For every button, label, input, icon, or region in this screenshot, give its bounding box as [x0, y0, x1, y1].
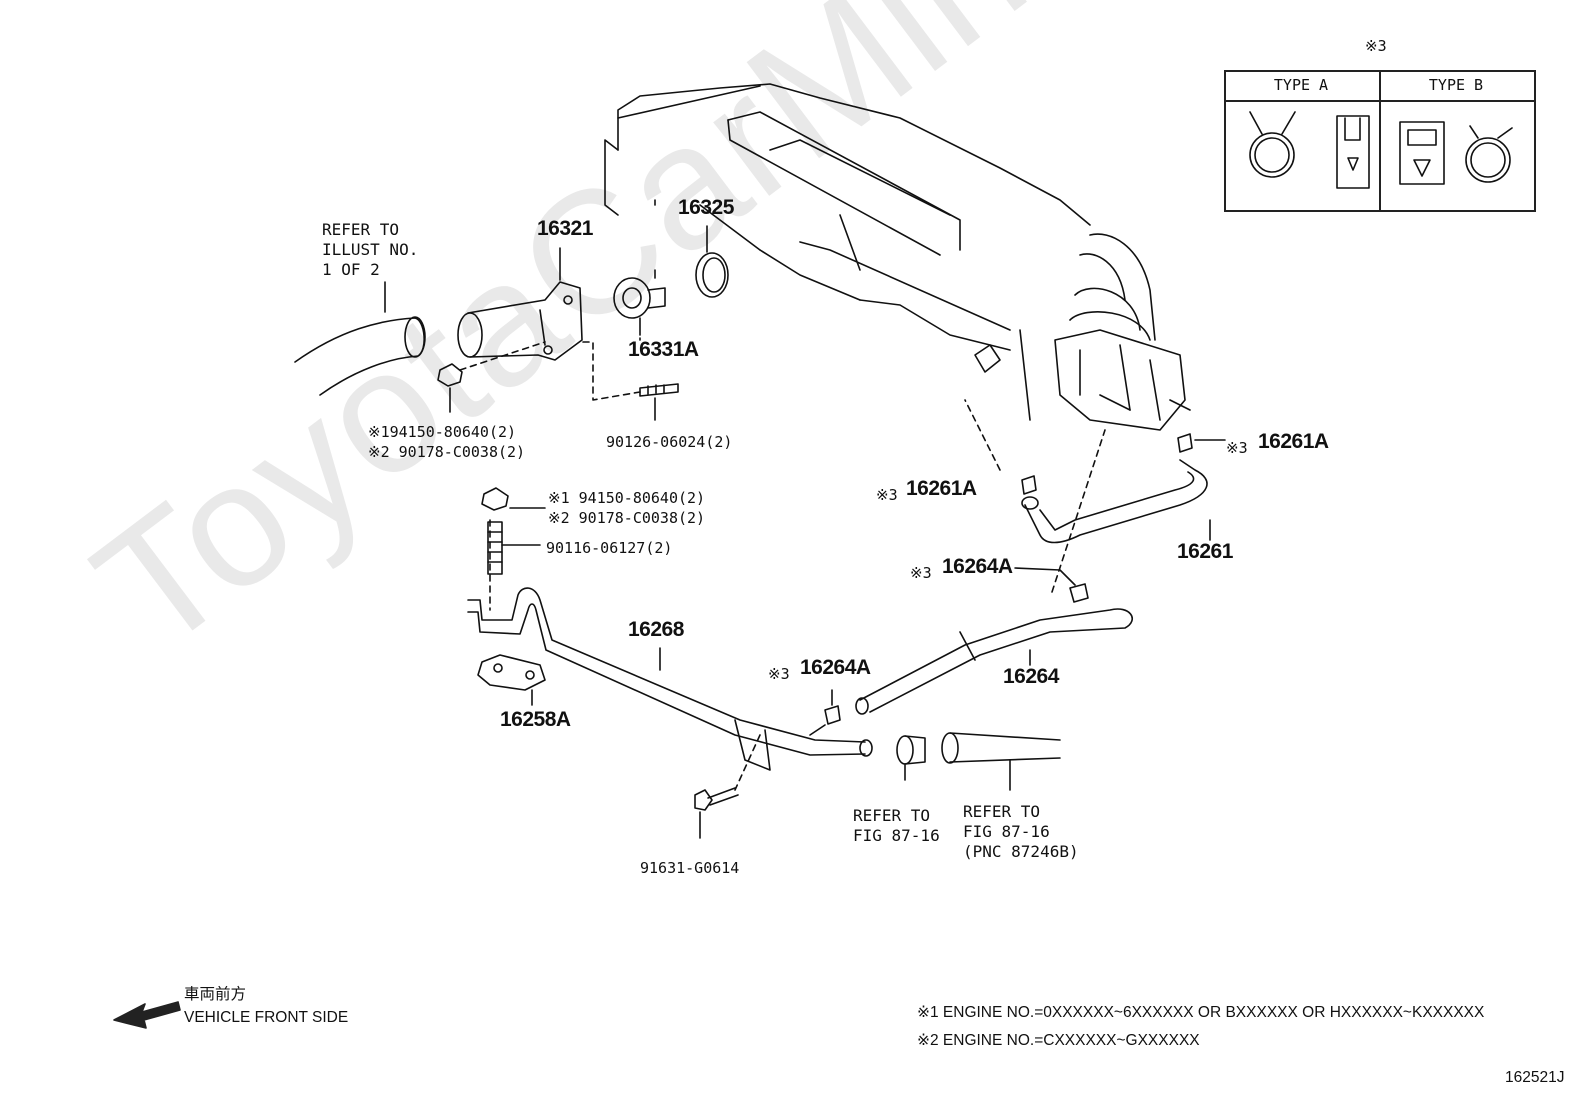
engine-note-1: ※1 ENGINE NO.=0XXXXXX~6XXXXXX OR BXXXXXX…	[917, 1004, 1485, 1021]
thermostat	[613, 277, 666, 336]
clip-16261a-left-label: 16261A	[906, 477, 977, 500]
clip-16264a-low-label: 16264A	[800, 656, 871, 679]
clamp-type-a	[1249, 111, 1370, 189]
stud-90116	[487, 521, 541, 575]
stud-90116-label: 90116-06127(2)	[546, 539, 673, 557]
marker3-d: ※3	[1226, 439, 1248, 457]
marker3-c: ※3	[876, 486, 898, 504]
type-table-divider	[1379, 72, 1381, 210]
nut2-label-2: ※2 90178-C0038(2)	[548, 509, 706, 527]
clip-16261a-left	[1021, 475, 1037, 495]
refer-fig-label-1: REFER TO FIG 87-16	[853, 806, 940, 845]
clip-16264a-lower	[824, 705, 841, 725]
bypass-pipe	[467, 587, 873, 771]
type-table-marker: ※3	[1365, 37, 1387, 55]
part-16264: 16264	[1003, 665, 1059, 688]
part-16261: 16261	[1177, 540, 1233, 563]
engine-note-2: ※2 ENGINE NO.=CXXXXXX~GXXXXXX	[917, 1032, 1200, 1049]
part-16321: 16321	[537, 217, 593, 240]
clip-16261a-right-label: 16261A	[1258, 430, 1329, 453]
type-a-label: TYPE A	[1273, 76, 1329, 94]
type-b-label: TYPE B	[1428, 76, 1484, 94]
part-16325: 16325	[678, 196, 734, 219]
type-table: TYPE A TYPE B	[1224, 70, 1536, 212]
nut2-label-1: ※1 94150-80640(2)	[548, 489, 706, 507]
nut-outlet	[437, 363, 463, 413]
hose-16264	[855, 608, 1133, 715]
part-16258a: 16258A	[500, 708, 571, 731]
clip-16261a-right	[1177, 433, 1193, 453]
clamp-type-b	[1399, 121, 1513, 185]
bolt-91631	[694, 787, 739, 839]
hose-16261	[1021, 459, 1211, 544]
stud-90126-label: 90126-06024(2)	[606, 433, 733, 451]
nut-label-1: ※194150-80640(2)	[368, 423, 517, 441]
clamp-lower	[896, 735, 926, 781]
leader-lines	[384, 199, 708, 671]
gasket	[695, 252, 729, 298]
hose-stub	[974, 344, 1001, 373]
dashed-guides	[459, 341, 1106, 791]
clip-16264a-high-label: 16264A	[942, 555, 1013, 578]
front-jp-label: 車両前方	[184, 986, 247, 1003]
water-outlet	[457, 281, 583, 361]
front-arrow	[113, 1001, 181, 1029]
nut-lower	[481, 487, 546, 511]
part-16268: 16268	[628, 618, 684, 641]
bolt-91631-label: 91631-G0614	[640, 859, 740, 877]
throttle-body	[1054, 233, 1191, 431]
marker3-a: ※3	[768, 665, 790, 683]
nut-label-2: ※2 90178-C0038(2)	[368, 443, 526, 461]
stud-90126	[639, 383, 679, 421]
gasket-16258a	[477, 654, 546, 706]
marker3-b: ※3	[910, 564, 932, 582]
hose-lower-right	[941, 732, 1061, 791]
front-en-label: VEHICLE FRONT SIDE	[184, 1009, 349, 1026]
clip-16264a-upper	[1069, 583, 1089, 603]
refer-fig-label-2: REFER TO FIG 87-16 (PNC 87246B)	[963, 802, 1079, 861]
part-16331a: 16331A	[628, 338, 699, 361]
engine-block-outline	[604, 83, 1091, 421]
refer-illust-label: REFER TO ILLUST NO. 1 OF 2	[322, 220, 419, 279]
diagram-code: 162521J	[1505, 1069, 1565, 1086]
upper-hose-left	[294, 316, 426, 396]
